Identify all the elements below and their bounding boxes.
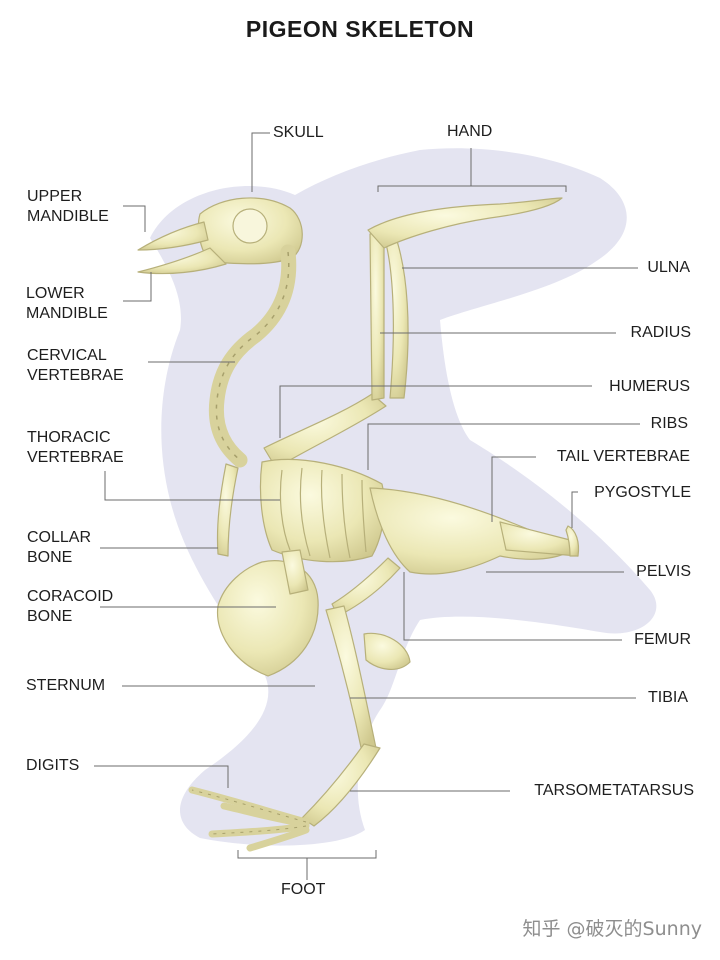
label-coracoid-bone: CORACOID BONE [27,588,114,625]
upper-mandible-bone [137,221,209,251]
lower-mandible-leader [123,272,152,302]
pygostyle-bone [565,525,580,557]
label-pelvis: PELVIS [636,563,691,580]
label-sternum: STERNUM [26,677,106,694]
lower-mandible-bone [137,247,227,275]
upper-mandible-leader [123,205,146,232]
skull-leader [251,132,270,192]
label-hand: HAND [447,123,493,140]
watermark: 知乎 @破灭的Sunny [522,918,702,940]
humerus-bone [263,393,387,469]
collar-bone [216,463,239,557]
tarsometatarsus-bone [301,743,381,827]
label-ribs: RIBS [650,415,688,432]
label-ulna: ULNA [647,259,690,276]
label-tarsometatarsus: TARSOMETATARSUS [534,782,694,799]
hand-bracket [377,185,567,192]
coracoid-bone [281,549,309,595]
radius-bone [369,229,385,401]
label-pygostyle: PYGOSTYLE [594,484,691,501]
label-thoracic-vertebrae: THORACIC VERTEBRAE [27,429,124,466]
humerus-leader [279,385,592,438]
bones [137,197,580,852]
label-lower-mandible: LOWER MANDIBLE [26,285,108,322]
leader-lines [94,132,640,880]
diagram-title: PIGEON SKELETON [245,16,475,42]
label-upper-mandible: UPPER MANDIBLE [27,188,109,225]
pelvis-bone [369,487,575,575]
femur-leader [403,572,622,641]
label-foot: FOOT [281,881,326,898]
label-digits: DIGITS [26,757,80,774]
ribs-leader [367,423,640,470]
label-femur: FEMUR [634,631,691,648]
label-skull: SKULL [273,124,324,141]
foot-bracket [237,850,377,859]
eye-socket [232,208,268,244]
label-collar-bone: COLLAR BONE [27,529,92,566]
label-cervical-vertebrae: CERVICAL VERTEBRAE [27,347,124,384]
femur-bone [331,557,401,617]
tail-vertebrae-leader [491,456,536,522]
label-humerus: HUMERUS [609,378,690,395]
label-tail-vertebrae: TAIL VERTEBRAE [556,448,690,465]
label-radius: RADIUS [630,324,691,341]
label-tibia: TIBIA [647,689,688,706]
pygostyle-leader [571,491,578,528]
thoracic-leader [104,471,280,501]
ulna-bone [383,231,409,399]
hand-bone [367,197,563,249]
knee-bone [363,632,411,670]
digits-leader [94,765,229,788]
